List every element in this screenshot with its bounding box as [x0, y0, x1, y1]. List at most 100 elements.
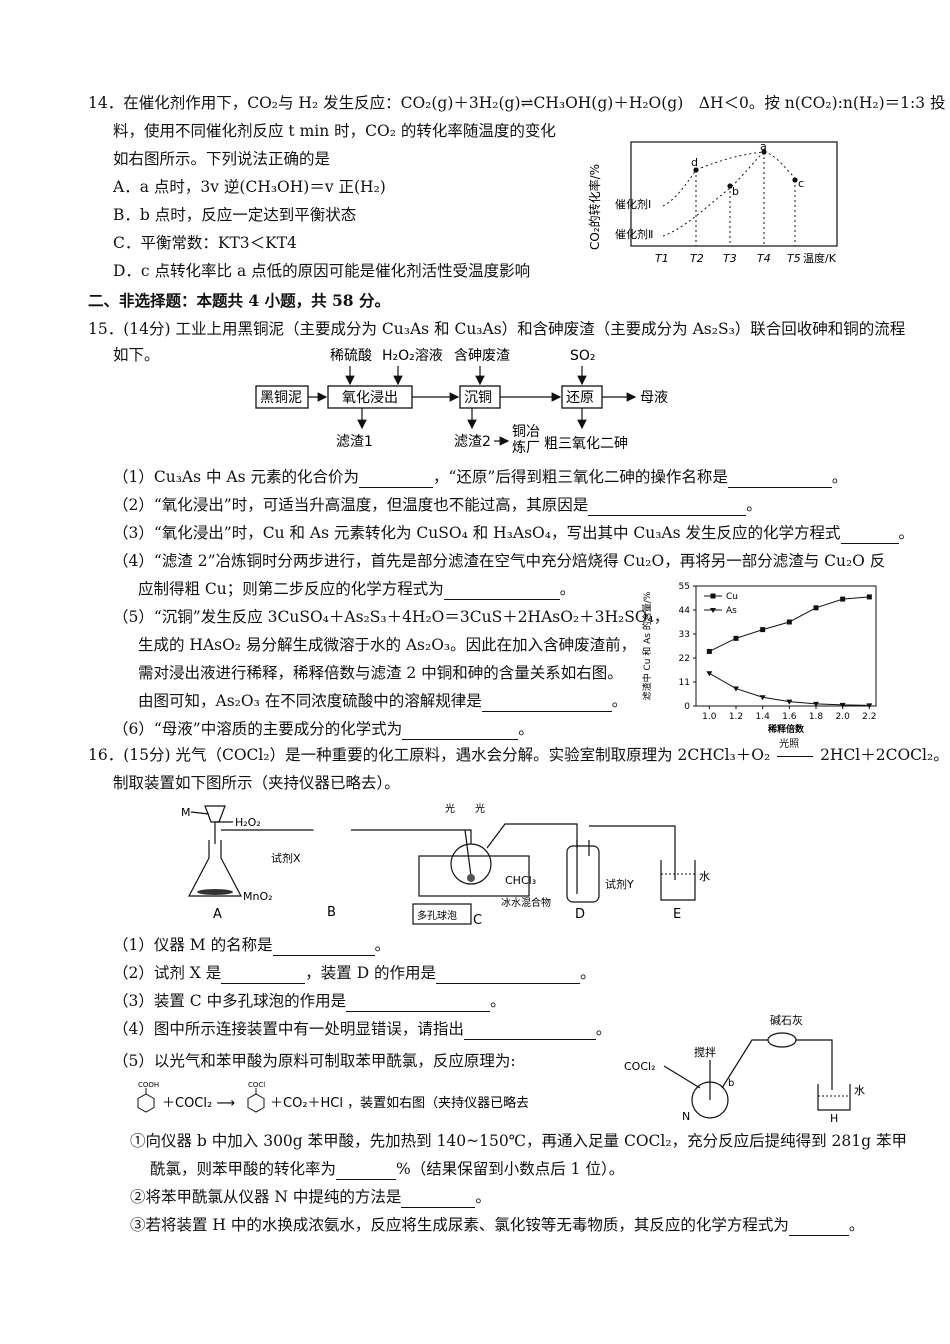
- q16-blank-3[interactable]: [436, 967, 581, 984]
- q16-blank-2[interactable]: [221, 967, 306, 984]
- flow-output-residue2: 滤渣2: [454, 434, 491, 450]
- q16-sub5-3: ③若将装置 H 中的水换成浓氨水，反应将生成尿素、氯化铵等无毒物质，其反应的化学…: [130, 1216, 865, 1236]
- flow-input-so2: SO₂: [570, 348, 596, 364]
- label-reagent-x: 试剂X: [271, 851, 301, 865]
- flow-box-label-3: 还原: [566, 390, 594, 406]
- flow-box-label-2: 沉铜: [464, 390, 492, 406]
- chart-frame: [695, 585, 877, 707]
- legend-marker-cu: [710, 593, 716, 599]
- y-tick-label: 0: [684, 702, 690, 712]
- x-tick-label: 2.0: [836, 712, 851, 722]
- q14-curve-1: [662, 151, 796, 207]
- series-point-as: [839, 702, 846, 708]
- flask-n: [691, 1081, 729, 1119]
- drying-tube: [767, 1032, 797, 1048]
- y-tick-label: 11: [679, 678, 690, 688]
- q14-option-c: C．平衡常数：KT3＜KT4: [113, 234, 297, 252]
- q16-blank-5[interactable]: [463, 1023, 596, 1040]
- series-point-cu: [733, 635, 739, 641]
- q15-blank-2[interactable]: [727, 471, 832, 488]
- label-n: N: [682, 1110, 690, 1123]
- label-reagent-y: 试剂Y: [605, 877, 634, 891]
- y-tick-label: 55: [679, 582, 690, 592]
- q14-option-d: D．c 点转化率比 a 点低的原因可能是催化剂活性受温度影响: [113, 262, 531, 280]
- q14-chart-xlabel: 温度/K: [803, 251, 837, 265]
- series-point-cu: [786, 619, 792, 625]
- q15-sub1: （1）Cu₃As 中 As 元素的化合价为，“还原”后得到粗三氧化二砷的操作名称…: [113, 468, 848, 488]
- label-water-h: 水: [854, 1084, 865, 1097]
- q15-sub6: （6）“母液”中溶质的主要成分的化学式为。: [113, 720, 534, 740]
- q15-blank-3[interactable]: [588, 499, 747, 516]
- u-tube: [314, 828, 352, 889]
- q15-sub5b: 生成的 HAsO₂ 易分解生成微溶于水的 As₂O₃。因此在加入含砷废渣前，: [138, 636, 637, 654]
- series-point-as: [786, 699, 793, 705]
- q14-option-b: B．b 点时，反应一定达到平衡状态: [113, 206, 357, 224]
- x-tick-label: 1.4: [756, 712, 771, 722]
- series-point-as: [759, 695, 766, 701]
- series-point-as: [866, 703, 873, 709]
- y-tick-label: 33: [679, 630, 690, 640]
- flow-output-smelter-2: 炼厂: [512, 440, 540, 456]
- label-cooh: COOH: [138, 1081, 159, 1089]
- q15-blank-5[interactable]: [443, 583, 560, 600]
- q14-line1: 14．在催化剂作用下，CO₂与 H₂ 发生反应：CO₂(g)＋3H₂(g)⇌CH…: [88, 94, 946, 112]
- q16-blank-8[interactable]: [788, 1219, 849, 1236]
- q14-line3: 如右图所示。下列说法正确的是: [113, 150, 331, 168]
- q14-conversion-chart: CO₂的转化率/% 催化剂Ⅰ 催化剂Ⅱ a b c d T1 T2 T3 T4 …: [587, 140, 838, 265]
- q15-line1: 15．(14分) 工业上用黑铜泥（主要成分为 Cu₃As 和 Cu₃As）和含砷…: [88, 320, 906, 338]
- q16-blank-1[interactable]: [272, 939, 375, 956]
- label-c: C: [473, 913, 482, 928]
- q16-sub3: （3）装置 C 中多孔球泡的作用是。: [113, 992, 506, 1012]
- q15-blank-1[interactable]: [359, 471, 433, 488]
- label-porous-bulb: 多孔球泡: [417, 909, 457, 922]
- bulb-inset: [412, 903, 472, 925]
- flow-output-residue1: 滤渣1: [336, 434, 373, 450]
- q14-option-a: A．a 点时，3v 逆(CH₃OH)＝v 正(H₂): [113, 178, 386, 196]
- series-point-cu: [866, 594, 872, 600]
- label-stir: 搅拌: [694, 1045, 716, 1059]
- q15-sub3: （3）“氧化浸出”时，Cu 和 As 元素转化为 CuSO₄ 和 H₃AsO₄，…: [113, 524, 915, 544]
- q15-sub2: （2）“氧化浸出”时，可适当升高温度，但温度也不能过高，其原因是。: [113, 496, 762, 516]
- label-chcl3: CHCl₃: [505, 874, 536, 887]
- x-axis-label: 稀释倍数: [768, 723, 805, 735]
- label-mno2: MnO₂: [243, 890, 273, 903]
- q15-blank-7[interactable]: [402, 723, 519, 740]
- q15-blank-4[interactable]: [840, 527, 899, 544]
- q16-blank-7[interactable]: [401, 1191, 476, 1208]
- q14-chart-label-cat2: 催化剂Ⅱ: [615, 227, 653, 241]
- series-point-as: [706, 671, 713, 677]
- q15-blank-6[interactable]: [481, 695, 612, 712]
- q14-line2: 料，使用不同催化剂反应 t min 时，CO₂ 的转化率随温度的变化: [113, 122, 556, 140]
- x-tick-label: 1.8: [809, 712, 824, 722]
- reaction-end: ＋CO₂＋HCl ，装置如右图（夹持仪器已略去）。: [270, 1095, 528, 1111]
- benzene-ring-2: [247, 1093, 265, 1113]
- benzene-ring-1: [137, 1093, 155, 1113]
- label-e: E: [673, 907, 681, 922]
- q16-blank-6[interactable]: [336, 1163, 397, 1180]
- label-m: M: [181, 806, 191, 819]
- benzoic-reaction: COOH ＋COCl₂ ⟶ COCl ＋CO₂＋HCl ，装置如右图（夹持仪器已…: [137, 1081, 528, 1113]
- flow-output-crude-as2o3: 粗三氧化二砷: [544, 436, 628, 452]
- x-tick-label: 2.2: [862, 712, 876, 722]
- q14-tick-t5: T5: [787, 252, 801, 265]
- q16-sub5-1a: ①向仪器 b 中加入 300g 苯甲酸，先加热到 140~150℃，再通入足量 …: [130, 1132, 907, 1150]
- q15-flow-diagram: 黑铜泥 氧化浸出 沉铜 还原 母液 稀硫酸 H₂O₂溶液 含砷废渣 SO₂ 滤渣…: [255, 348, 668, 456]
- q16-sub5-1b: 酰氯，则苯甲酸的转化率为%（结果保留到小数点后 1 位）。: [150, 1160, 625, 1180]
- label-ice-water: 冰水混合物: [501, 896, 551, 909]
- q14-label-c: c: [798, 177, 804, 190]
- separatory-funnel: [204, 805, 226, 823]
- q16-sub5-2: ②将苯甲酰氯从仪器 N 中提纯的方法是。: [130, 1188, 491, 1208]
- legend-marker-as: [710, 608, 716, 613]
- three-neck-flask: [450, 843, 492, 885]
- ice-bath: [418, 855, 530, 897]
- gas-washing-bottle: [566, 845, 600, 903]
- q16-line1: 16．(15分) 光气（COCl₂）是一种重要的化工原料，遇水会分解。实验室制取…: [88, 739, 949, 766]
- q16-sub5: （5）以光气和苯甲酸为原料可制取苯甲酰氯，反应原理为:: [113, 1052, 516, 1070]
- series-point-cu: [760, 627, 766, 633]
- q15-sub4a: （4）“滤渣 2”冶炼铜时分两步进行，首先是部分滤渣在空气中充分焙烧得 Cu₂O…: [113, 552, 886, 570]
- q14-point-b: [727, 183, 733, 189]
- q16-blank-4[interactable]: [346, 995, 491, 1012]
- q16-light-arrow: 光照: [775, 739, 815, 766]
- label-soda-lime: 碱石灰: [770, 1013, 803, 1027]
